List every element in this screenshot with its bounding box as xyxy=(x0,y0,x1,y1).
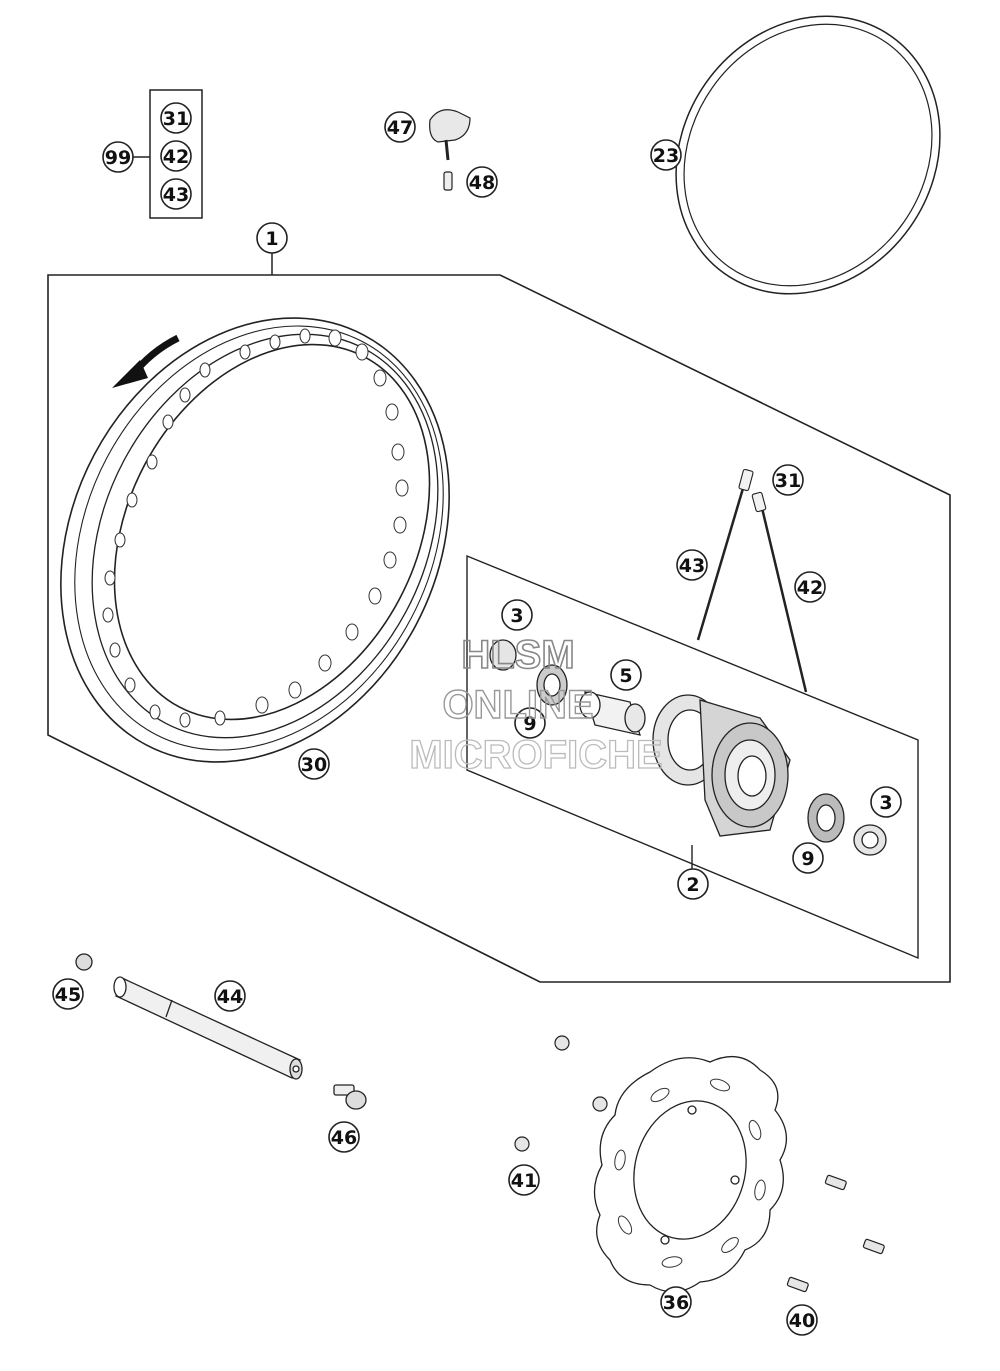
callout-30: 30 xyxy=(298,748,330,780)
callout-31-kit-label: 31 xyxy=(163,108,189,130)
callout-43-kit-label: 43 xyxy=(163,184,189,206)
callout-46-label: 46 xyxy=(331,1127,357,1149)
callout-44: 44 xyxy=(214,980,246,1012)
callout-23: 23 xyxy=(650,139,682,171)
callout-43-label: 43 xyxy=(679,555,705,577)
watermark: HLSM ONLINE MICROFICHE xyxy=(409,632,664,777)
callout-48: 48 xyxy=(466,166,498,198)
hub-assembly-outline xyxy=(466,554,919,960)
callout-5: 5 xyxy=(610,659,642,691)
callout-99: 99 xyxy=(102,141,134,173)
callout-23-label: 23 xyxy=(653,145,679,167)
callout-5-label: 5 xyxy=(619,665,632,687)
watermark-line-2: ONLINE xyxy=(442,683,593,727)
callout-9-left-label: 9 xyxy=(523,713,536,735)
callout-9-right-label: 9 xyxy=(801,848,814,870)
callout-47-label: 47 xyxy=(387,117,413,139)
callout-42-label: 42 xyxy=(797,577,823,599)
callout-31: 31 xyxy=(772,464,804,496)
hub-boundary xyxy=(466,554,919,960)
wheel-assembly-outline xyxy=(47,252,951,983)
callout-99-label: 99 xyxy=(105,147,131,169)
assembly-boundary xyxy=(47,274,951,983)
callout-47: 47 xyxy=(384,111,416,143)
axle-drawing xyxy=(75,953,367,1110)
callout-41-label: 41 xyxy=(511,1170,537,1192)
callout-31-label: 31 xyxy=(775,470,801,492)
callout-44-label: 44 xyxy=(217,986,243,1008)
callouts: 1 2 3 3 5 9 9 23 xyxy=(52,102,902,1336)
callout-9-left: 9 xyxy=(514,707,546,739)
callout-45: 45 xyxy=(52,978,84,1010)
callout-36-label: 36 xyxy=(663,1292,689,1314)
callout-43-kit: 43 xyxy=(160,178,192,210)
rim-drawing xyxy=(60,317,450,763)
callout-30-label: 30 xyxy=(301,754,327,776)
callout-3-left: 3 xyxy=(501,599,533,631)
callout-1-label: 1 xyxy=(265,228,278,250)
callout-40: 40 xyxy=(786,1304,818,1336)
callout-3-left-label: 3 xyxy=(510,605,523,627)
brake-disc-drawing xyxy=(593,1055,787,1293)
callout-1: 1 xyxy=(256,222,288,254)
callout-2-label: 2 xyxy=(686,874,699,896)
spokes-drawing xyxy=(696,468,808,693)
callout-43: 43 xyxy=(676,549,708,581)
callout-31-kit: 31 xyxy=(160,102,192,134)
watermark-line-3: MICROFICHE xyxy=(409,733,662,777)
rotation-arrow-icon xyxy=(112,334,180,388)
callout-46: 46 xyxy=(328,1121,360,1153)
callout-42-kit: 42 xyxy=(160,140,192,172)
callout-42: 42 xyxy=(794,571,826,603)
callout-3-right-label: 3 xyxy=(879,792,892,814)
valve-drawing xyxy=(429,109,471,191)
rim-band-drawing xyxy=(675,15,941,295)
callout-48-label: 48 xyxy=(469,172,495,194)
callout-41: 41 xyxy=(508,1164,540,1196)
disc-fasteners-drawing xyxy=(514,1035,885,1293)
callout-2: 2 xyxy=(677,868,709,900)
watermark-line-1: HLSM xyxy=(461,633,574,677)
rim-spoke-holes xyxy=(102,328,409,728)
callout-36: 36 xyxy=(660,1286,692,1318)
callout-45-label: 45 xyxy=(55,984,81,1006)
callout-9-right: 9 xyxy=(792,842,824,874)
callout-40-label: 40 xyxy=(789,1310,815,1332)
callout-3-right: 3 xyxy=(870,786,902,818)
hub-parts-drawing xyxy=(489,639,887,856)
callout-42-kit-label: 42 xyxy=(163,146,189,168)
